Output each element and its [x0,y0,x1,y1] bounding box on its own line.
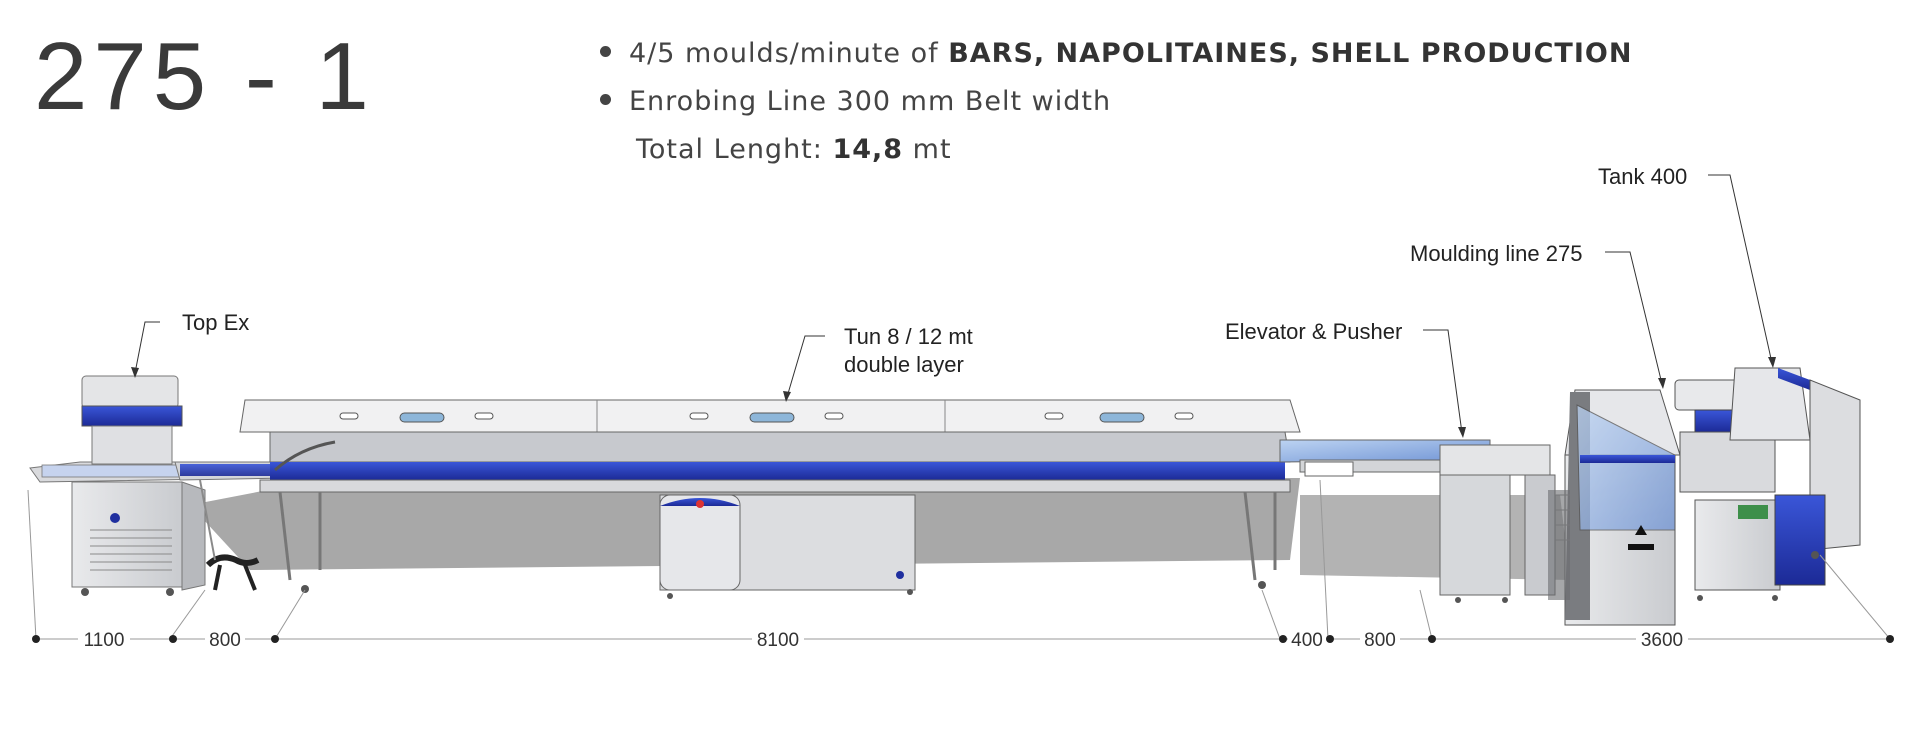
callout-tunnel: Tun 8 / 12 mt double layer [783,324,973,402]
dim-tunnel: 8100 [757,630,799,651]
svg-text:Tank 400: Tank 400 [1598,164,1687,189]
bullet-icon [600,94,611,105]
bullet-icon [600,46,611,57]
svg-text:Top Ex: Top Ex [182,310,249,335]
dim-transfer: 400 [1291,630,1323,651]
callout-moulding: Moulding line 275 [1410,241,1666,389]
callout-top-ex: Top Ex [131,310,249,378]
dimension-line: 1100 800 8100 400 800 3600 [27,479,1894,651]
svg-text:Elevator & Pusher: Elevator & Pusher [1225,319,1402,344]
feed-conveyor [174,461,291,561]
svg-text:Tun 8 / 12 mt: Tun 8 / 12 mt [844,324,973,349]
top-ex-machine [29,375,271,596]
model-title: 275 - 1 [34,23,375,130]
spec-belt-width: Enrobing Line 300 mm Belt width [600,78,1632,126]
svg-text:double layer: double layer [844,352,964,377]
spec-total-length: Total Lenght: 14,8 mt [636,134,952,165]
dim-elevator: 800 [1364,630,1396,651]
tunnel-chiller-unit [659,494,916,599]
dim-moulding: 3600 [1641,630,1683,651]
cooling-tunnel [239,399,1301,593]
tank-400-machine [1674,367,1861,601]
dim-feed: 800 [209,630,241,651]
spec-list: 4/5 moulds/minute of BARS, NAPOLITAINES,… [600,30,1632,174]
callout-elevator: Elevator & Pusher [1225,319,1466,438]
svg-text:Moulding line 275: Moulding line 275 [1410,241,1582,266]
callout-tank: Tank 400 [1598,164,1776,368]
moulding-line-machine [1548,389,1681,626]
elevator-pusher [1279,439,1556,603]
spec-production-rate: 4/5 moulds/minute of BARS, NAPOLITAINES,… [600,30,1632,78]
dim-top-ex: 1100 [84,630,125,651]
